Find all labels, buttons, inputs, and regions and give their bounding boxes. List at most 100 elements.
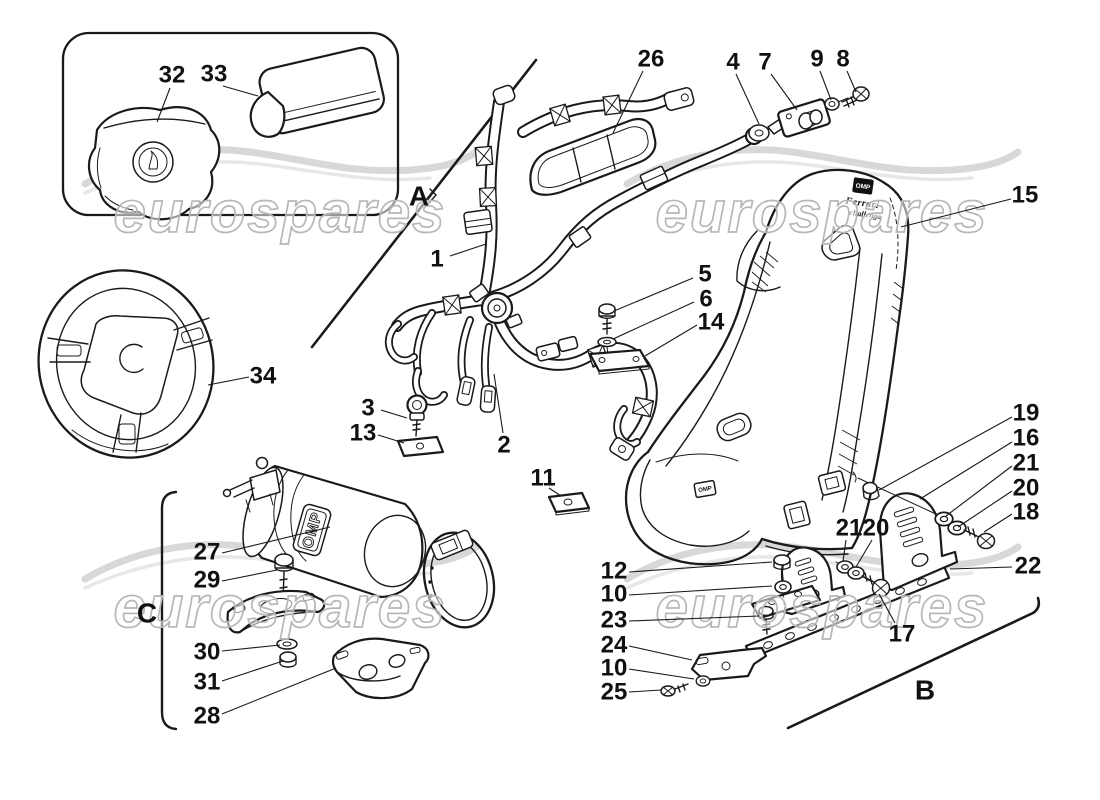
- extinguisher-strap: [422, 529, 496, 629]
- callout-leader: [819, 70, 832, 101]
- plate-13: [396, 435, 445, 458]
- part-number: 10: [601, 581, 628, 608]
- part-number: 27: [194, 539, 221, 566]
- part-number: 20: [1013, 475, 1040, 502]
- part-number: 17: [889, 621, 916, 648]
- plate-11: [547, 491, 591, 516]
- section-label: C: [137, 598, 157, 629]
- anchor-plate: [609, 437, 635, 461]
- watermark: eurospares: [114, 575, 447, 640]
- driver-airbag: [87, 106, 221, 221]
- watermark: eurospares: [656, 180, 989, 245]
- callout-leader: [548, 487, 562, 497]
- section-bracket-C: [160, 490, 178, 731]
- part-number: 30: [194, 639, 221, 666]
- seat-series-text: challenge: [849, 208, 882, 221]
- plate-14: [588, 348, 651, 375]
- callout-leader: [855, 539, 873, 568]
- side-bolt-assembly: [852, 471, 996, 550]
- part-number: 24: [601, 632, 628, 659]
- part-number: 34: [250, 363, 277, 390]
- callout-leader: [156, 87, 171, 123]
- belt-buckle-small: [568, 226, 592, 248]
- callout-leader: [957, 490, 1013, 528]
- part-number: 31: [194, 669, 221, 696]
- watermark: eurospares: [114, 180, 447, 245]
- part-number: 19: [1013, 400, 1040, 427]
- harness-hole: [821, 224, 861, 261]
- part-number: 29: [194, 567, 221, 594]
- callout-leader: [222, 85, 259, 97]
- steering-wheel: [37, 269, 215, 459]
- callout-leader: [983, 513, 1013, 533]
- part-number: 23: [601, 607, 628, 634]
- harness-assembly: [384, 84, 764, 461]
- side-belt-slot: [716, 412, 752, 442]
- bolt-18: [963, 526, 996, 550]
- callout-leader: [380, 409, 408, 419]
- bolt-23: [758, 605, 774, 635]
- callout-leader: [628, 689, 662, 693]
- callout-leader: [900, 198, 1012, 228]
- part-number: 3: [361, 395, 374, 422]
- callout-leader: [207, 376, 250, 386]
- part-number: 7: [758, 49, 771, 76]
- part-number: 15: [1012, 182, 1039, 209]
- hub-detail: [119, 343, 144, 374]
- part-number: 5: [698, 261, 711, 288]
- shoulder-pad: [529, 117, 657, 196]
- seat-logo-text: OMP: [855, 182, 871, 191]
- watermark: eurospares: [656, 575, 989, 640]
- callout-leader: [221, 569, 278, 582]
- eyebolt-3: [406, 394, 428, 437]
- part-number: 10: [601, 655, 628, 682]
- floor-anchor-hardware: [588, 303, 651, 375]
- callout-leader: [949, 566, 1013, 570]
- belt-tongue: [456, 376, 476, 406]
- part-number: 4: [726, 49, 740, 76]
- washer-4: [748, 124, 770, 142]
- prancing-horse-emblem: [148, 150, 159, 170]
- part-number: 8: [836, 46, 849, 73]
- front-mount-bracket: [878, 492, 959, 592]
- part-number: 26: [638, 46, 665, 73]
- part-number: 2: [497, 432, 510, 459]
- callout-leader: [846, 70, 857, 93]
- callout-leader: [878, 416, 1013, 491]
- lower-bracket-24: [690, 646, 768, 682]
- callout-leader: [628, 585, 773, 596]
- part-number: 32: [159, 62, 186, 89]
- part-number: 16: [1013, 425, 1040, 452]
- callout-leader: [377, 434, 405, 444]
- extinguisher-brand-label: OMP: [292, 503, 332, 557]
- section-line-B: [786, 596, 1041, 730]
- belt-anchor-hardware: [748, 86, 870, 142]
- cushion-logo-patch: OMP: [693, 479, 717, 499]
- callout-leader: [628, 615, 760, 622]
- spacer-19: [862, 481, 880, 501]
- part-number: 33: [201, 61, 228, 88]
- nut-31: [279, 651, 297, 668]
- callout-leader: [612, 301, 695, 340]
- bolt-17-assembly: [835, 560, 891, 598]
- callout-leader: [878, 593, 896, 624]
- bolt-29: [274, 553, 294, 603]
- part-number: 25: [601, 679, 628, 706]
- bolt-12: [773, 554, 791, 581]
- section-label: A: [409, 181, 429, 212]
- wheel-hub: [80, 315, 179, 415]
- callout-leader: [613, 277, 694, 312]
- washer-10b: [695, 675, 711, 687]
- callout-leader: [221, 667, 337, 715]
- part-number: 13: [350, 420, 377, 447]
- callout-leader: [735, 73, 760, 125]
- fire-extinguisher: OMP: [222, 456, 496, 700]
- bolt-5: [598, 303, 616, 335]
- washer-30: [276, 638, 298, 650]
- belt-slider: [639, 165, 669, 191]
- part-number: 20: [863, 515, 890, 542]
- bolt-25: [660, 683, 689, 697]
- seat-brand-text: Ferrari: [844, 196, 880, 212]
